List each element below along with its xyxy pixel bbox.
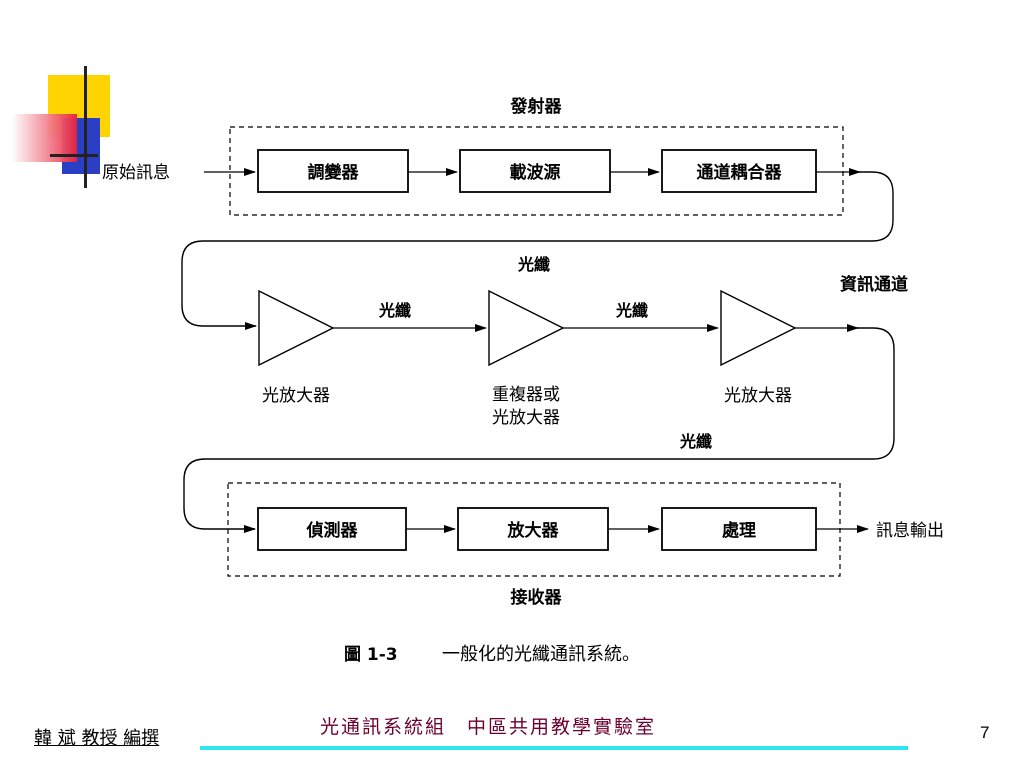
- footer-underline: [200, 746, 908, 750]
- deco-horizontal-line: [50, 154, 98, 157]
- amplifier-1-label: 光放大器: [262, 386, 330, 406]
- amplifier-2-label-line1: 重複器或: [492, 385, 560, 405]
- channel-coupler-block: [661, 149, 817, 193]
- transmitter-dashed-box: [229, 126, 844, 216]
- detector-block: [257, 507, 407, 551]
- carrier-source-label: 載波源: [510, 162, 561, 183]
- amplifier-1-triangle: [258, 289, 335, 367]
- information-channel-label: 資訊通道: [840, 274, 908, 295]
- fiber-label-4: 光纖: [679, 432, 712, 451]
- electrical-amplifier-block: [457, 507, 609, 551]
- fiber-label-2: 光纖: [378, 301, 411, 320]
- amplifier-2-label-line2: 光放大器: [492, 408, 560, 428]
- footer-author: 韓 斌 教授 編撰: [34, 728, 160, 749]
- caption-figure-number: 圖 1-3: [344, 645, 398, 665]
- carrier-source-block: [459, 149, 611, 193]
- amplifier-3-label: 光放大器: [724, 386, 792, 406]
- modulator-label: 調變器: [308, 162, 360, 183]
- fiber-label-3: 光纖: [615, 301, 648, 320]
- channel-coupler-label: 通道耦合器: [697, 162, 783, 183]
- amplifier-3-triangle: [720, 289, 797, 367]
- detector-label: 偵測器: [306, 520, 359, 541]
- fiber-label-1: 光纖: [517, 255, 550, 274]
- fiber-loop-1: [181, 171, 894, 330]
- receiver-title: 接收器: [511, 587, 563, 608]
- output-label: 訊息輸出: [876, 521, 944, 541]
- deco-vertical-line: [84, 66, 87, 188]
- footer-group-name: 光通訊系統組 中區共用教學實驗室: [320, 716, 657, 738]
- transmitter-title: 發射器: [510, 96, 563, 117]
- fiber-loop-2: [183, 327, 895, 533]
- modulator-block: [257, 149, 409, 193]
- caption-text: 一般化的光纖通訊系統。: [442, 644, 640, 665]
- input-label: 原始訊息: [102, 163, 170, 183]
- electrical-amplifier-label: 放大器: [507, 520, 560, 541]
- amplifier-2-triangle: [488, 289, 565, 367]
- page-number: 7: [980, 723, 990, 742]
- processing-label: 處理: [722, 520, 756, 541]
- fiber-communication-diagram: 發射器 原始訊息 調變器 載波源 通道耦合器 光纖 光纖 光纖 資訊通道 光放大…: [102, 96, 944, 665]
